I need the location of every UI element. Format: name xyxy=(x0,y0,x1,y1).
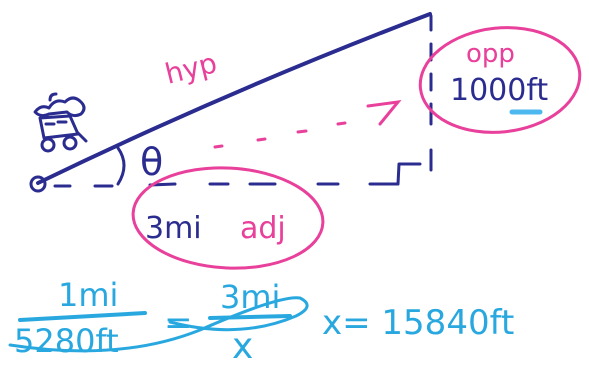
hyp-label: hyp xyxy=(162,46,221,91)
adj-ellipse xyxy=(131,166,325,270)
adj-value: 3mi xyxy=(145,211,202,246)
adjacent-dashed-line xyxy=(53,182,340,188)
opp-value: 1000ft xyxy=(450,73,548,108)
opp-label: opp xyxy=(466,39,515,69)
ratio-equals: = xyxy=(164,303,193,343)
equation-result: x= 15840ft xyxy=(322,303,514,343)
ratio-right-numerator: 3mi xyxy=(220,278,280,316)
adj-word: adj xyxy=(240,211,286,246)
opp-ellipse xyxy=(418,26,582,134)
ratio-right-bar xyxy=(208,314,292,320)
origin-point xyxy=(29,175,47,193)
angle-arc xyxy=(116,146,126,186)
magenta-arrow xyxy=(213,100,402,149)
rover-icon xyxy=(33,92,88,153)
right-angle-marker xyxy=(368,162,422,186)
ratio-left-numerator: 1mi xyxy=(58,276,118,314)
ratio-right-denominator: x xyxy=(232,326,253,367)
theta-label: θ xyxy=(140,140,163,184)
hypotenuse-line xyxy=(36,12,432,185)
ratio-left-bar xyxy=(18,311,147,322)
cross-multiply-loop xyxy=(8,296,309,353)
ratio-left-denominator: 5280ft xyxy=(14,322,119,360)
